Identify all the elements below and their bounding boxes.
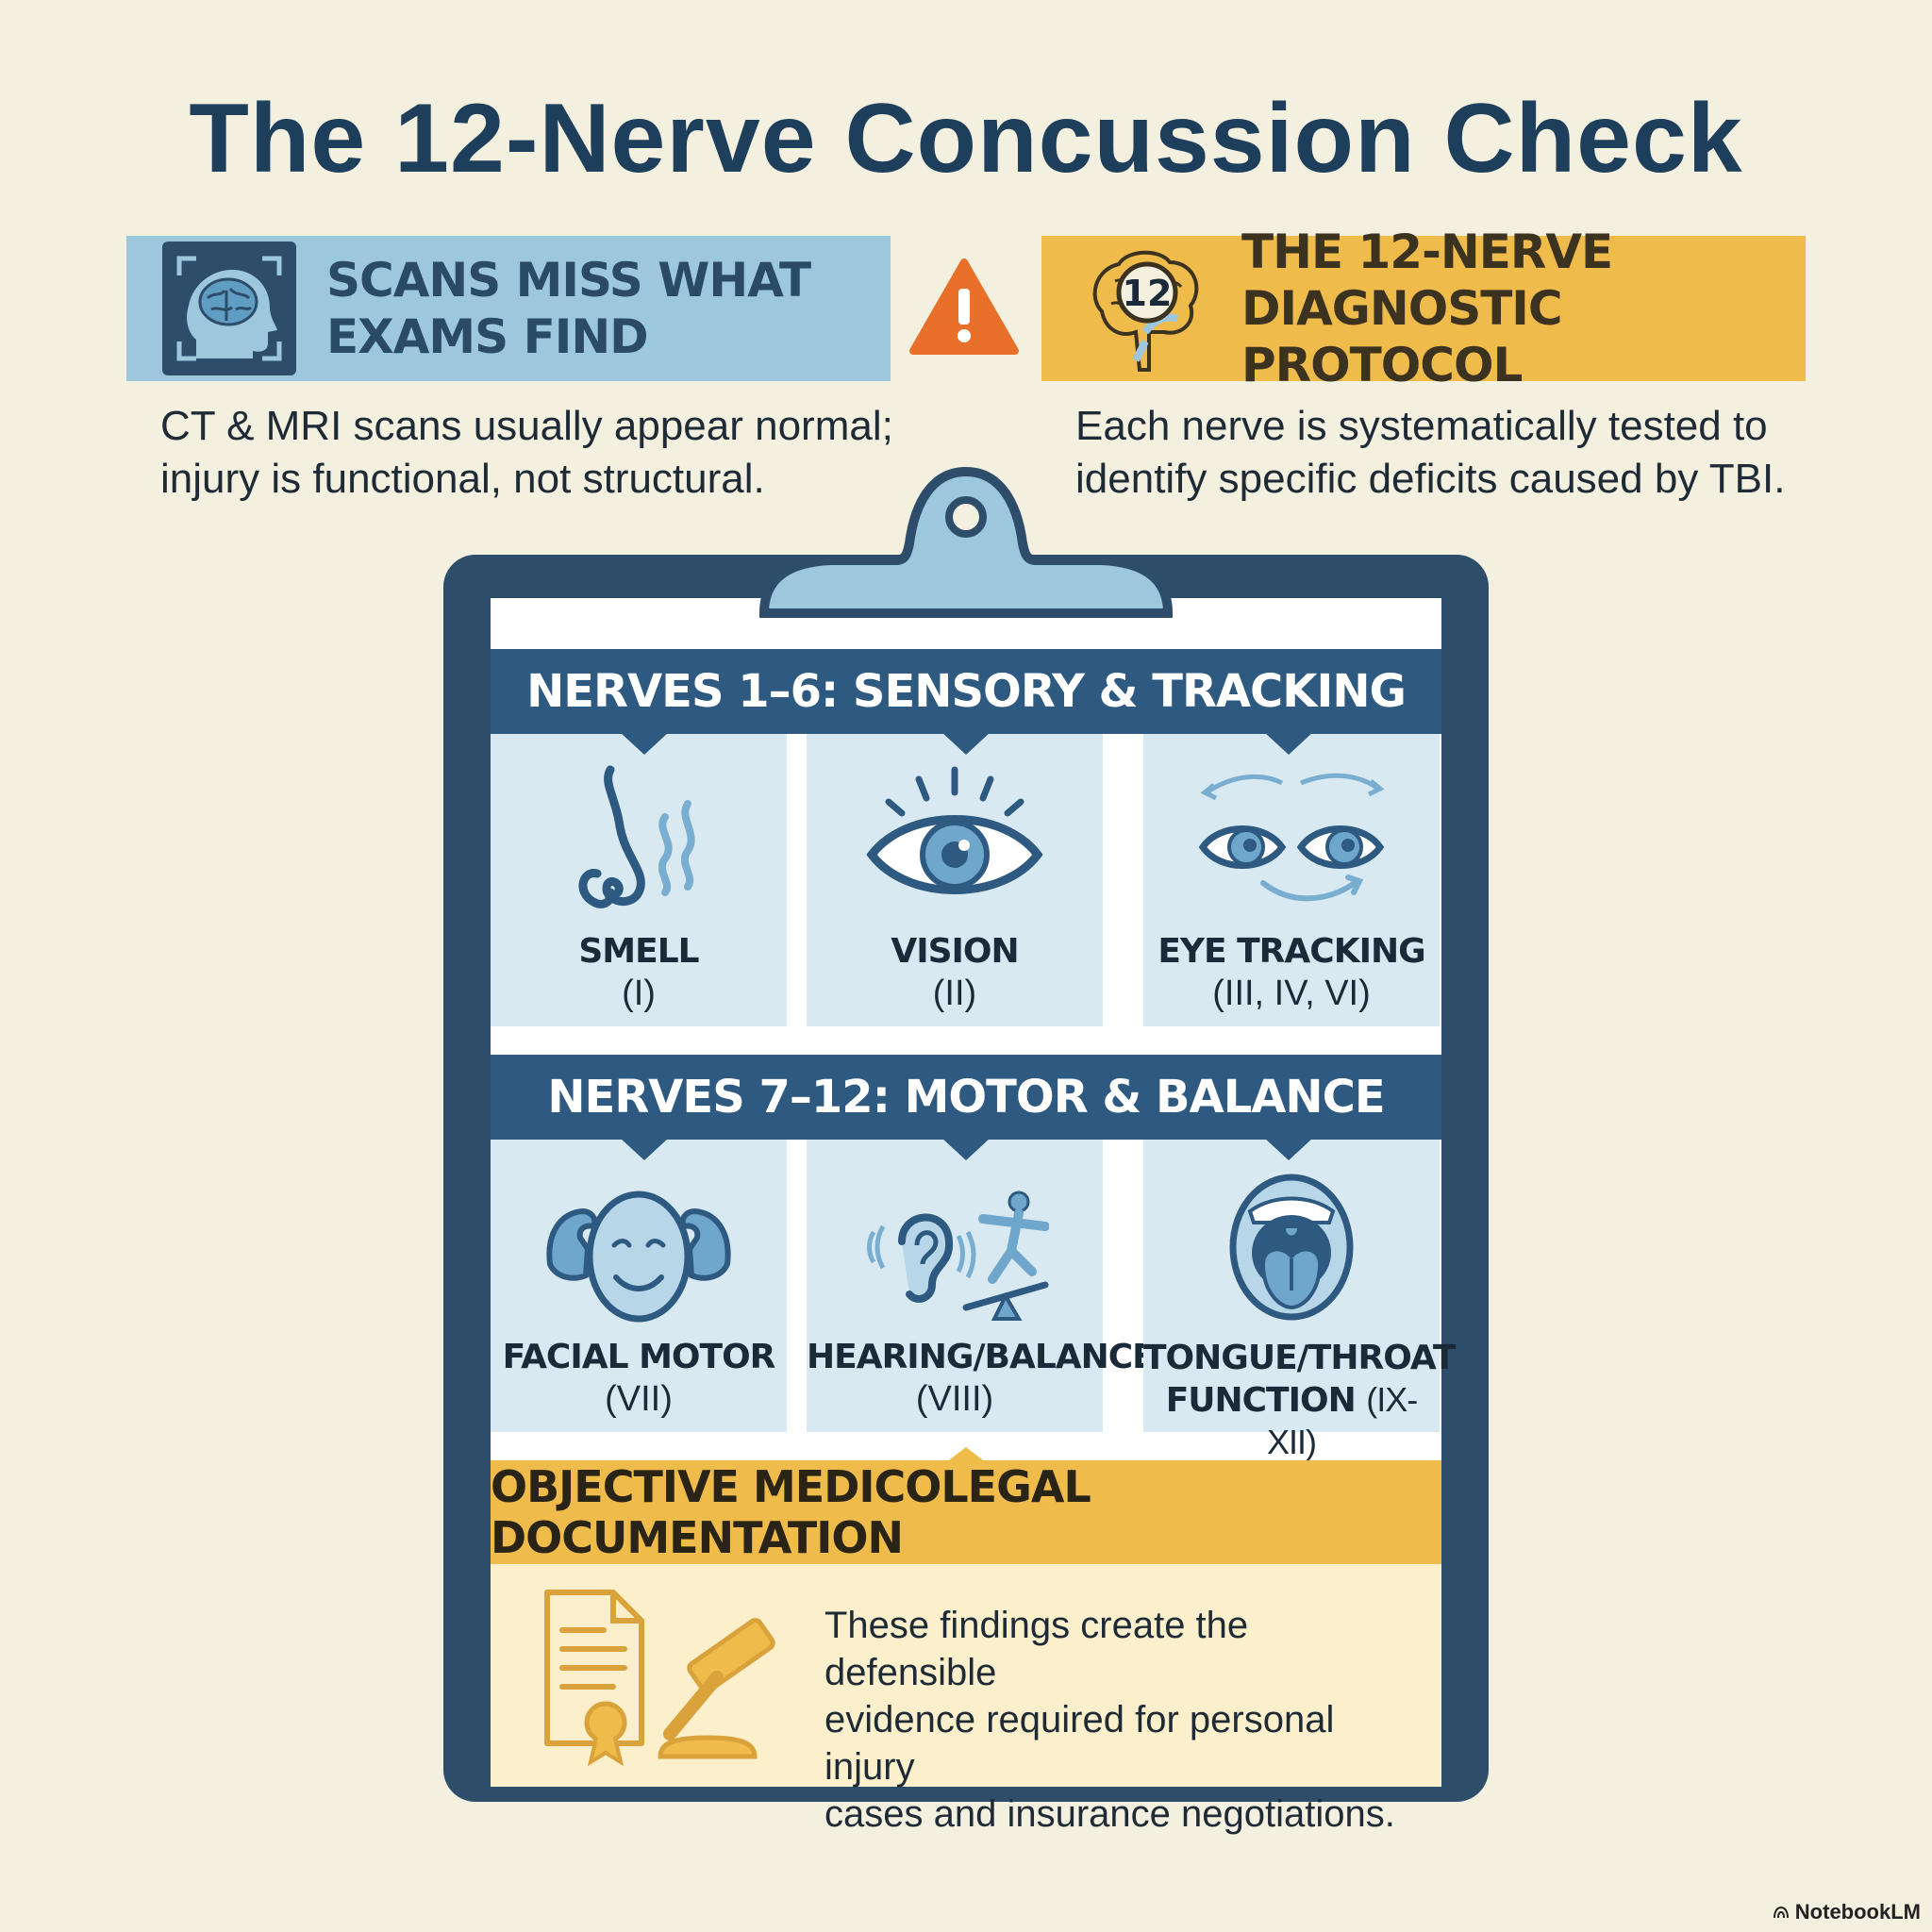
pointer-arrow [620,732,669,755]
clipboard-clip [758,466,1174,618]
face-muscle-icon [546,1191,731,1323]
gavel-icon [658,1618,775,1759]
cell-numeral: (VIII) [915,1379,994,1419]
nerve-cell-smell: SMELL (I) [491,734,787,1026]
pointer-arrow [1264,1138,1313,1160]
protocol-heading: THE 12-NERVE DIAGNOSTIC PROTOCOL [1241,225,1613,392]
cell-label: EYE TRACKING [1158,932,1425,971]
warning-icon [909,258,1019,355]
evidence-text: These findings create the defensible evi… [824,1605,1395,1835]
brain-badge-icon: 12 [1092,250,1199,372]
objective-heading: OBJECTIVE MEDICOLEGAL DOCUMENTATION [491,1460,1441,1564]
eye-icon [866,766,1043,894]
nerve-cell-tongue-throat: TONGUE/THROAT FUNCTION (IX-XII) [1143,1140,1456,1461]
pointer-arrow [941,732,991,755]
scans-description: CT & MRI scans usually appear normal; in… [160,403,893,502]
pointer-arrow [941,1138,991,1160]
nerve-cell-eye-tracking: EYE TRACKING (III, IV, VI) [1143,734,1440,1026]
protocol-banner: 12 THE 12-NERVE DIAGNOSTIC PROTOCOL [1041,225,1806,392]
svg-text:12: 12 [1123,273,1173,314]
cell-numeral: (I) [622,974,656,1013]
nose-icon [578,765,695,908]
nerve-cell-facial-motor: FACIAL MOTOR (VII) [491,1140,787,1432]
brand-watermark: NotebookLM [1773,1900,1921,1924]
cell-numeral: (VII) [605,1379,673,1419]
section-sensory-tracking: NERVES 1–6: SENSORY & TRACKING [491,649,1441,734]
brain-scan-icon [162,242,296,375]
cell-label: SMELL [578,932,699,971]
pointer-arrow [620,1138,669,1160]
evidence-panel: These findings create the defensible evi… [491,1564,1441,1835]
cell-label: FACIAL MOTOR [502,1338,776,1376]
section-motor-balance: NERVES 7–12: MOTOR & BALANCE [491,1055,1441,1140]
scans-banner: SCANS MISS WHAT EXAMS FIND [126,236,891,381]
page-title: The 12-Nerve Concussion Check [189,84,1743,193]
protocol-description: Each nerve is systematically tested to i… [1075,403,1786,502]
cell-numeral: (II) [932,974,977,1013]
pointer-arrow [1264,732,1313,755]
cell-label: HEARING/BALANCE [807,1338,1156,1376]
nerve-cell-hearing-balance: HEARING/BALANCE (VIII) [807,1140,1156,1432]
mouth-tongue-icon [1229,1174,1354,1321]
eyes-tracking-icon [1198,773,1385,902]
cell-label: VISION [891,932,1019,971]
scans-heading: SCANS MISS WHAT EXAMS FIND [326,253,811,364]
notebooklm-logo-icon [1773,1906,1789,1919]
nerve-cell-vision: VISION (II) [807,734,1103,1026]
cell-label: TONGUE/THROAT FUNCTION (IX-XII) [1143,1339,1456,1461]
certificate-icon [544,1590,775,1767]
cell-numeral: (IX-XII) [1266,1380,1418,1461]
cell-numeral: (III, IV, VI) [1212,974,1371,1013]
ear-balance-icon [867,1191,1049,1321]
